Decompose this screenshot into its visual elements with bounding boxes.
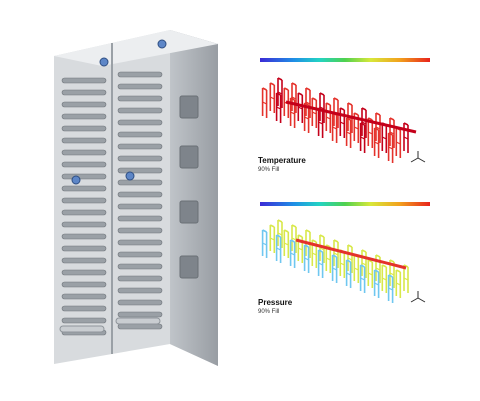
mold-bolts xyxy=(71,39,167,185)
temperature-mesh-illustration xyxy=(261,77,417,163)
mold-block-image xyxy=(40,26,236,368)
axis-triad-icon xyxy=(410,290,426,306)
temperature-sublabel: 90% Fill xyxy=(258,167,280,173)
axis-triad-icon xyxy=(410,150,426,166)
temperature-label: Temperature xyxy=(258,156,306,165)
pressure-sublabel: 90% Fill xyxy=(258,309,280,315)
pressure-mesh-illustration xyxy=(261,219,409,303)
pressure-label: Pressure xyxy=(258,298,293,307)
mold-block-illustration xyxy=(54,30,218,366)
temperature-color-scale xyxy=(260,58,430,62)
bottom-rods xyxy=(59,317,161,333)
temperature-simulation-panel xyxy=(256,58,432,178)
cooling-tubes-right xyxy=(117,71,163,330)
pressure-color-scale xyxy=(260,202,430,206)
pressure-simulation-panel xyxy=(256,202,432,312)
side-ports xyxy=(179,95,199,279)
